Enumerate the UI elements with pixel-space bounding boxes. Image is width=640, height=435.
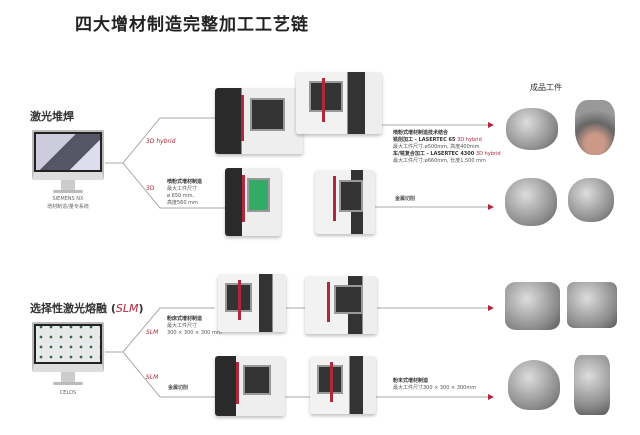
hybrid-spec: 喷粉式增材制造技术结合 铣削加工 - LASERTEC 65 3D hybrid… xyxy=(393,130,501,165)
machine-cutting xyxy=(215,356,285,416)
product-image xyxy=(508,360,560,410)
slm-result-spec: 粉末式增材制造 最大工件尺寸300 × 300 × 300mm xyxy=(393,378,476,392)
section-heading-slm: 选择性激光熔融 (SLM) xyxy=(30,300,144,316)
spec-line: 车/铣复合加工 - LASERTEC 4300 xyxy=(393,151,476,157)
machine-slm xyxy=(310,356,376,414)
branch-label-slm: SLM xyxy=(146,374,159,381)
section-heading-laser-deposition: 激光堆焊 xyxy=(30,110,74,123)
machine-lasertec-65-hybrid xyxy=(215,88,303,154)
product-image xyxy=(505,282,560,330)
product-image xyxy=(505,178,557,226)
monitor-celos xyxy=(32,322,104,385)
branch-line-slm-top xyxy=(105,307,215,353)
machine-3d-deposition xyxy=(225,168,281,236)
heading-slm: SLM xyxy=(115,302,139,315)
spec-line: 最大工件尺寸:ø660mm, 长度1,500 mm xyxy=(393,158,486,164)
branch-label-3d-hybrid: 3D hybrid xyxy=(146,138,176,145)
spec-line: 3D hybrid xyxy=(457,137,482,143)
spec-line: 最大工件尺寸300 × 300 × 300mm xyxy=(393,385,477,391)
cutting-label: 金属切削 xyxy=(168,385,189,391)
slm-machine-spec: 粉床式增材制造 最大工件尺寸 300 × 300 × 300 mm xyxy=(167,316,222,337)
spec-line: 最大工件尺寸 xyxy=(167,323,198,329)
spec-line: 最大工件尺寸:ø500mm, 高度400mm xyxy=(393,144,480,150)
spec-line: 3D hybrid xyxy=(475,151,501,157)
software-sublabel: 增材制造/量专系统 xyxy=(47,204,89,210)
product-image xyxy=(567,282,617,328)
branch-label-3d: 3D xyxy=(146,185,155,192)
machine-cutting xyxy=(315,170,375,234)
software-label: SIEMENS NX xyxy=(52,196,84,202)
spec-line: 最大工件尺寸 xyxy=(167,186,198,192)
products-header: 成品工件 xyxy=(530,83,562,92)
spec-line: 粉床式增材制造 xyxy=(167,316,203,322)
machine-3d-spec: 喷粉式增材制造 最大工件尺寸 ø 650 mm, 高度560 mm xyxy=(167,179,202,207)
machine-slm xyxy=(218,274,286,332)
branch-line-slm-bottom xyxy=(122,351,215,398)
arrow-head xyxy=(488,394,494,400)
spec-line: ø 650 mm, xyxy=(167,193,195,199)
spec-heading: 喷粉式增材制造技术结合 xyxy=(393,130,449,136)
spec-line: 喷粉式增材制造 xyxy=(167,179,203,185)
cutting-label: 金属切削 xyxy=(395,196,416,202)
page-title: 四大增材制造完整加工工艺链 xyxy=(75,15,309,35)
software-label: CELOS xyxy=(59,390,77,396)
arrow-head xyxy=(488,122,494,128)
product-image xyxy=(506,108,558,150)
branch-line-3d xyxy=(122,162,225,209)
arrow-head xyxy=(488,204,494,210)
product-image xyxy=(574,355,610,415)
machine-cutting xyxy=(305,276,377,334)
product-image xyxy=(575,100,615,155)
spec-line: 300 × 300 × 300 mm xyxy=(167,330,222,336)
spec-line: 粉末式增材制造 xyxy=(393,378,429,384)
arrow-head xyxy=(488,305,494,311)
heading-text: 选择性激光熔融 ( xyxy=(30,302,116,315)
product-image xyxy=(568,178,614,222)
branch-line-hybrid xyxy=(105,117,215,164)
spec-line: 高度560 mm xyxy=(167,200,198,206)
spec-line: 铣削加工 - LASERTEC 65 xyxy=(393,137,458,143)
heading-text: ) xyxy=(138,302,144,315)
monitor-siemens-nx xyxy=(32,130,104,193)
branch-label-slm: SLM xyxy=(146,329,159,336)
machine-lasertec-4300-hybrid xyxy=(296,72,382,134)
